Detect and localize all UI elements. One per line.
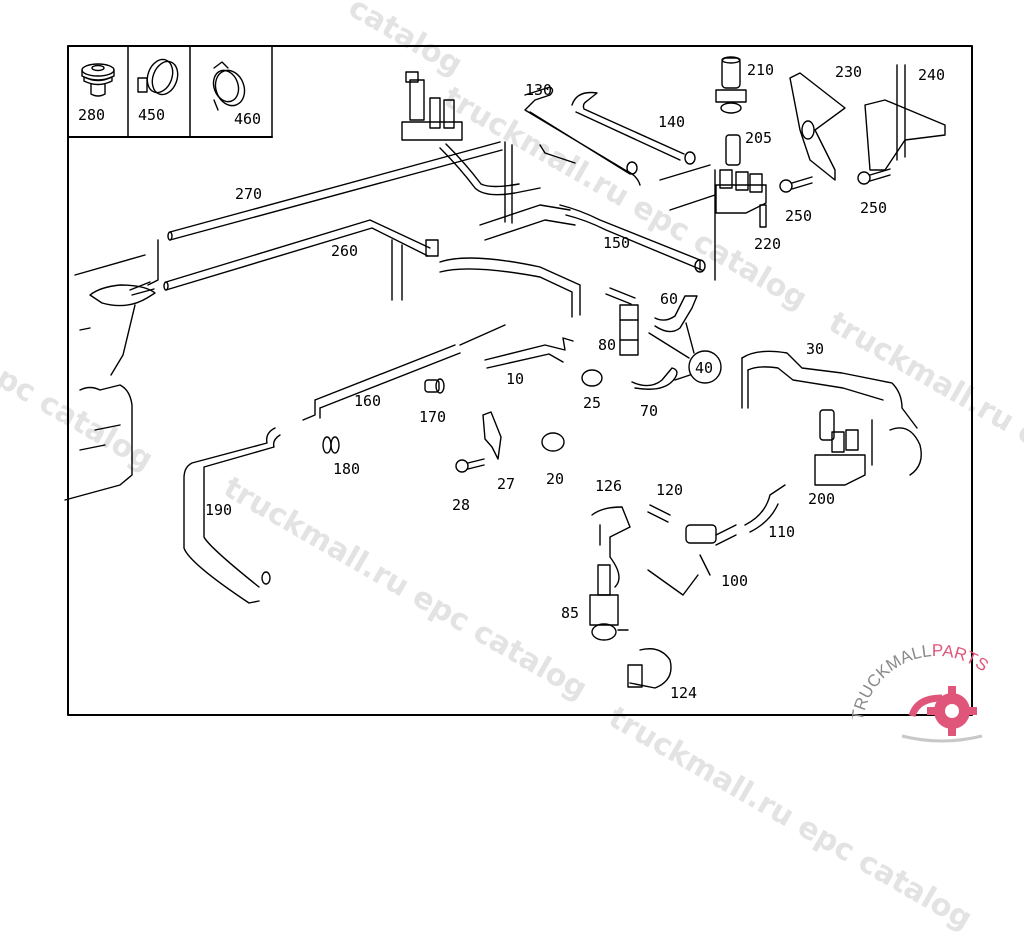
part-label-126[interactable]: 126 [595, 477, 622, 495]
part-label-124[interactable]: 124 [670, 684, 697, 702]
part-label-25[interactable]: 25 [583, 394, 601, 412]
strap-27 [483, 412, 501, 459]
part-label-205[interactable]: 205 [745, 129, 772, 147]
legend-label-460[interactable]: 460 [234, 110, 261, 128]
hose-30 [742, 351, 917, 428]
hose-clamp-icon [138, 56, 182, 98]
part-label-60[interactable]: 60 [660, 290, 678, 308]
legend-label-280[interactable]: 280 [78, 106, 105, 124]
hose [890, 428, 921, 475]
bolt-28 [456, 459, 484, 472]
part-label-160[interactable]: 160 [354, 392, 381, 410]
legend-label-450[interactable]: 450 [138, 106, 165, 124]
part-label-27[interactable]: 27 [497, 475, 515, 493]
part-label-180[interactable]: 180 [333, 460, 360, 478]
grommet-180 [323, 437, 339, 453]
part-label-150[interactable]: 150 [603, 234, 630, 252]
clamp-20 [542, 433, 564, 451]
bolt-250-a [780, 177, 812, 192]
bracket-230 [790, 73, 845, 180]
plug-170 [425, 379, 444, 393]
hose-130 [525, 87, 640, 185]
part-label-260[interactable]: 260 [331, 242, 358, 260]
truckmall-parts-logo: TRUCKMALLPARTS [852, 636, 1022, 746]
pipe-270 [148, 142, 502, 285]
actuator-210 [716, 57, 746, 113]
leader-line [460, 325, 505, 345]
valve-200 [815, 410, 865, 485]
part-label-210[interactable]: 210 [747, 61, 774, 79]
hose [480, 205, 575, 240]
part-label-250[interactable]: 250 [860, 199, 887, 217]
part-label-10[interactable]: 10 [506, 370, 524, 388]
part-label-20[interactable]: 20 [546, 470, 564, 488]
hose [440, 144, 540, 195]
part-label-70[interactable]: 70 [640, 402, 658, 420]
coolant-tank-outline [65, 255, 155, 500]
leader-line [648, 570, 698, 595]
clamp-25 [582, 370, 602, 386]
hose-124 [628, 649, 671, 688]
brand-name-accent: PARTS [932, 641, 992, 675]
bracket [392, 240, 402, 300]
part-label-140[interactable]: 140 [658, 113, 685, 131]
brand-name-dark: TRUCKMALL [852, 641, 932, 722]
part-label-250[interactable]: 250 [785, 207, 812, 225]
part-label-190[interactable]: 190 [205, 501, 232, 519]
t-connector-100 [686, 525, 736, 575]
plug-connector-icon [82, 64, 114, 96]
part-label-110[interactable]: 110 [768, 523, 795, 541]
part-label-230[interactable]: 230 [835, 63, 862, 81]
bolt-250-b [858, 169, 890, 184]
hose-120 [648, 505, 670, 522]
gear-icon [902, 686, 982, 741]
part-label-100[interactable]: 100 [721, 572, 748, 590]
part-label-170[interactable]: 170 [419, 408, 446, 426]
hose [540, 145, 575, 163]
part-label-240[interactable]: 240 [918, 66, 945, 84]
hose-10 [485, 338, 573, 368]
sensor-220 [760, 205, 766, 227]
hose-150 [560, 205, 705, 272]
part-label-270[interactable]: 270 [235, 185, 262, 203]
part-label-30[interactable]: 30 [806, 340, 824, 358]
heater-valve-top [402, 72, 462, 140]
part-label-85[interactable]: 85 [561, 604, 579, 622]
leader-line [660, 165, 715, 210]
part-label-130[interactable]: 130 [525, 81, 552, 99]
part-label-80[interactable]: 80 [598, 336, 616, 354]
part-label-220[interactable]: 220 [754, 235, 781, 253]
pump-85 [590, 565, 628, 640]
part-label-40[interactable]: 40 [695, 359, 713, 377]
part-label-200[interactable]: 200 [808, 490, 835, 508]
hose [440, 258, 580, 317]
part-label-120[interactable]: 120 [656, 481, 683, 499]
part-label-28[interactable]: 28 [452, 496, 470, 514]
hose-70 [632, 368, 677, 389]
spring-clamp-icon [209, 62, 249, 110]
